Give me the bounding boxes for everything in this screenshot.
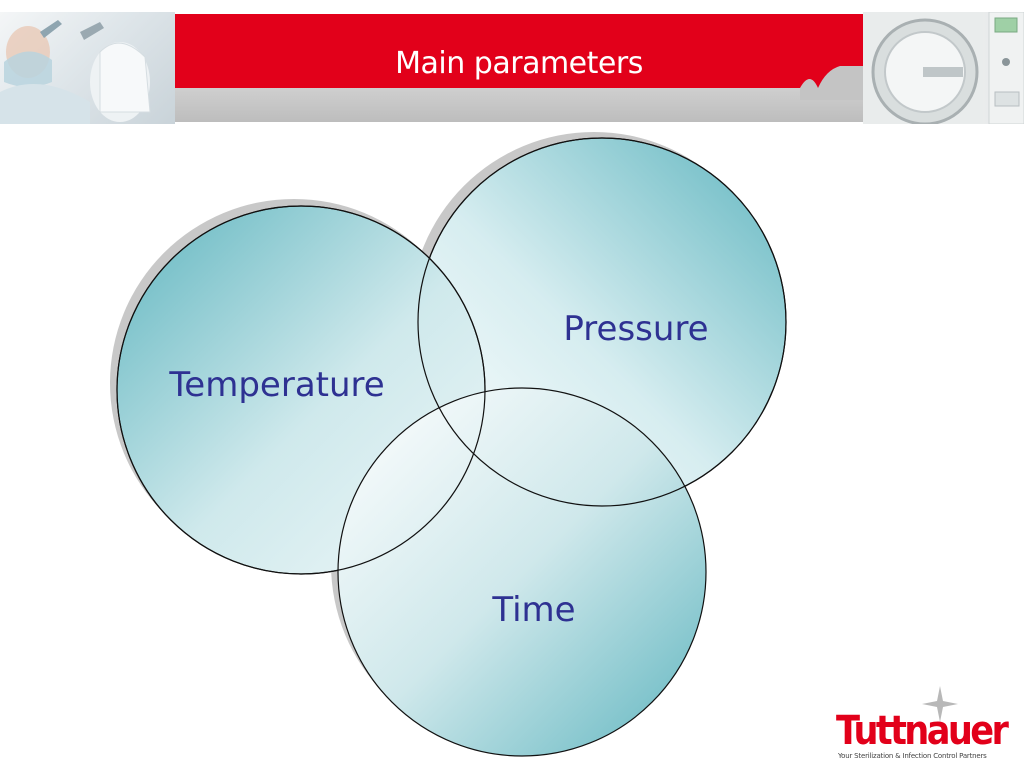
header-grey-band bbox=[175, 88, 863, 122]
header-red-band bbox=[175, 14, 863, 88]
time-circle bbox=[337, 387, 707, 757]
time-label: Time bbox=[491, 590, 575, 630]
pressure-label: Pressure bbox=[563, 309, 708, 349]
dental-professionals-photo bbox=[0, 12, 175, 124]
autoclave-photo bbox=[863, 12, 1024, 124]
brand-tagline: Your Sterilization & Infection Control P… bbox=[838, 752, 987, 760]
autoclave-illustration bbox=[863, 12, 1024, 124]
temperature-circle-outline bbox=[116, 205, 486, 575]
dental-professionals-illustration bbox=[0, 20, 151, 124]
sparkle-icon bbox=[922, 686, 958, 722]
header-band-curve bbox=[800, 60, 863, 100]
tuttnauer-logo: Tuttnauer Your Sterilization & Infection… bbox=[830, 684, 1016, 764]
slide-title: Main parameters bbox=[395, 46, 643, 81]
pressure-circle-outline bbox=[417, 137, 787, 507]
brand-name: Tuttnauer bbox=[836, 708, 1009, 754]
temperature-label: Temperature bbox=[168, 365, 384, 405]
slide-header: Main parameters bbox=[0, 0, 1024, 124]
